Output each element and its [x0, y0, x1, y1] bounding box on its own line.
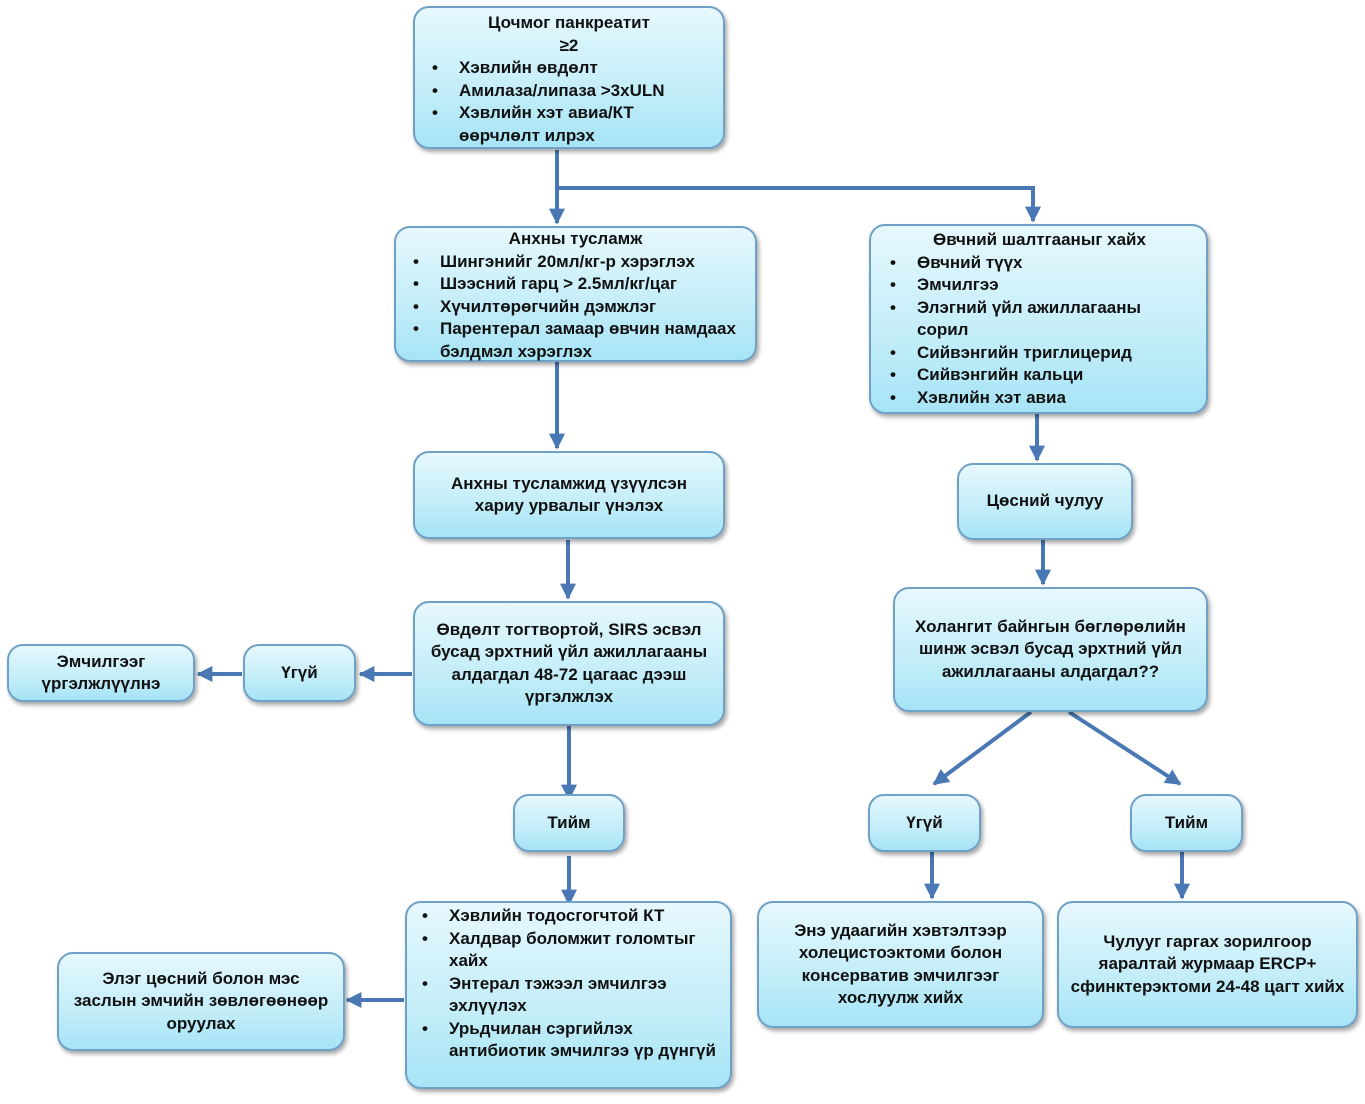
cholecystectomy-box: Энэ удаагийн хэвтэлтээр холецистоэктоми … [757, 901, 1044, 1028]
right-no-label: Үгүй [906, 812, 943, 832]
continue-treatment-box: Эмчилгээг үргэлжлүүлнэ [7, 644, 195, 702]
evaluate-response-box: Анхны тусламжид үзүүлсэн хариу урвалыг ү… [413, 451, 725, 539]
cause-search-list: Өвчний түүх Эмчилгээ Элэгний үйл ажиллаг… [887, 252, 1192, 410]
initial-care-item: Шээсний гарц > 2.5мл/кг/цаг [410, 273, 741, 296]
right-yes-label: Тийм [1164, 812, 1209, 832]
cholangitis-question-text: Холангит байнгын бөглөрөлийн шинж эсвэл … [915, 616, 1186, 681]
cholecystectomy-text: Энэ удаагийн хэвтэлтээр холецистоэктоми … [794, 920, 1007, 1008]
arrow-to-right-yes [1067, 710, 1182, 786]
persistent-pain-box: Өвдөлт тогтвортой, SIRS эсвэл бусад эрхт… [413, 601, 725, 726]
cause-search-title: Өвчний шалтгааныг хайх [933, 230, 1146, 249]
left-yes-box: Тийм [513, 794, 625, 852]
right-no-box: Үгүй [868, 794, 981, 852]
criteria-item: Амилаза/липаза >3xULN [429, 80, 709, 103]
ct-actions-item: Энтерал тэжээл эмчилгээ эхлүүлэх [419, 973, 720, 1018]
criteria-item: Хэвлийн өвдөлт [429, 57, 709, 80]
cause-search-item: Өвчний түүх [887, 252, 1192, 275]
ct-actions-box: Хэвлийн тодосгогчтой КТ Халдвар боломжит… [405, 901, 732, 1089]
persistent-pain-text: Өвдөлт тогтвортой, SIRS эсвэл бусад эрхт… [430, 619, 708, 707]
initial-care-item: Парентерал замаар өвчин намдаах бэлдмэл … [410, 318, 741, 363]
ct-actions-item: Урьдчилан сэргийлэх антибиотик эмчилгээ … [419, 1018, 720, 1063]
cause-search-item: Сийвэнгийн кальци [887, 364, 1192, 387]
cause-search-item: Хэвлийн хэт авиа [887, 387, 1192, 410]
cause-search-item: Элэгний үйл ажиллагааны сорил [887, 297, 1192, 342]
arrow-to-right-no [932, 710, 1033, 786]
left-no-box: Үгүй [243, 644, 356, 702]
left-yes-label: Тийм [547, 812, 591, 832]
initial-care-item: Шингэнийг 20мл/кг-р хэрэглэх [410, 251, 741, 274]
initial-care-box: Анхны тусламж Шингэнийг 20мл/кг-р хэрэгл… [394, 226, 757, 362]
ct-actions-list: Хэвлийн тодосгогчтой КТ Халдвар боломжит… [419, 905, 720, 1063]
ct-actions-item: Халдвар боломжит голомтыг хайх [419, 928, 720, 973]
criteria-item: Хэвлийн хэт авиа/КТ өөрчлөлт илрэх [429, 102, 709, 147]
ct-actions-item: Хэвлийн тодосгогчтой КТ [419, 905, 720, 928]
initial-care-title: Анхны тусламж [508, 229, 643, 248]
specialist-referral-box: Элэг цөсний болон мэс заслын эмчийн зөвл… [57, 952, 345, 1051]
criteria-list: Хэвлийн өвдөлт Амилаза/липаза >3xULN Хэв… [429, 57, 709, 147]
ercp-box: Чулууг гаргах зорилгоор яаралтай журмаар… [1057, 901, 1358, 1028]
initial-care-list: Шингэнийг 20мл/кг-р хэрэглэх Шээсний гар… [410, 251, 741, 364]
left-no-label: Үгүй [281, 662, 318, 682]
cause-search-item: Сийвэнгийн триглицерид [887, 342, 1192, 365]
criteria-threshold: ≥2 [559, 35, 579, 55]
initial-care-item: Хүчилтөрөгчийн дэмжлэг [410, 296, 741, 319]
cholangitis-question-box: Холангит байнгын бөглөрөлийн шинж эсвэл … [893, 587, 1208, 712]
cause-search-item: Эмчилгээ [887, 274, 1192, 297]
evaluate-response-text: Анхны тусламжид үзүүлсэн хариу урвалыг ү… [450, 473, 688, 516]
gallstone-box: Цөсний чулуу [957, 463, 1133, 540]
acute-pancreatitis-box: Цочмог панкреатит ≥2 Хэвлийн өвдөлт Амил… [413, 6, 725, 149]
right-yes-box: Тийм [1130, 794, 1243, 852]
specialist-referral-text: Элэг цөсний болон мэс заслын эмчийн зөвл… [73, 968, 329, 1033]
acute-pancreatitis-title: Цочмог панкреатит [488, 13, 650, 32]
ercp-text: Чулууг гаргах зорилгоор яаралтай журмаар… [1070, 931, 1345, 996]
gallstone-text: Цөсний чулуу [986, 491, 1104, 511]
continue-treatment-text: Эмчилгээг үргэлжлүүлнэ [41, 651, 161, 694]
cause-search-box: Өвчний шалтгааныг хайх Өвчний түүх Эмчил… [869, 224, 1208, 414]
